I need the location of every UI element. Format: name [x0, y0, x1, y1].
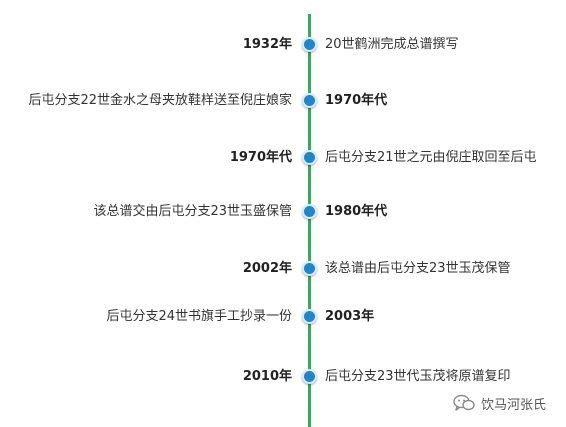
event-description: 该总谱交由后屯分支23世玉盛保管: [93, 204, 292, 219]
timeline-event: 后屯分支22世金水之母夹放鞋样送至倪庄娘家 1970年代: [0, 88, 566, 114]
timeline-dot: [302, 93, 317, 108]
timeline-event: 1970年代 后屯分支21世之元由倪庄取回至后屯: [0, 145, 566, 171]
timeline-dot: [302, 37, 317, 52]
event-description: 后屯分支22世金水之母夹放鞋样送至倪庄娘家: [28, 93, 292, 108]
timeline-event: 该总谱交由后屯分支23世玉盛保管 1980年代: [0, 199, 566, 225]
timeline-event: 2002年 该总谱由后屯分支23世玉茂保管: [0, 256, 566, 282]
timeline-dot: [302, 309, 317, 324]
timeline-event: 后屯分支24世书旗手工抄录一份 2003年: [0, 304, 566, 330]
event-year: 1980年代: [325, 204, 388, 219]
timeline-dot: [302, 204, 317, 219]
event-year: 1932年: [242, 37, 292, 52]
timeline-event: 2010年 后屯分支23世代玉茂将原谱复印: [0, 364, 566, 390]
event-description: 后屯分支24世书旗手工抄录一份: [106, 309, 292, 324]
timeline-axis: [308, 14, 311, 427]
event-year: 2010年: [242, 369, 292, 384]
event-description: 后屯分支23世代玉茂将原谱复印: [325, 369, 511, 384]
wechat-icon: [453, 394, 475, 411]
event-year: 1970年代: [325, 93, 388, 108]
watermark-label: 饮马河张氏: [481, 397, 547, 413]
event-year: 2003年: [325, 309, 375, 324]
event-year: 2002年: [242, 261, 292, 276]
event-description: 该总谱由后屯分支23世玉茂保管: [325, 261, 511, 276]
watermark: 饮马河张氏: [453, 392, 546, 414]
event-year: 1970年代: [229, 150, 292, 165]
timeline-event: 1932年 20世鹤洲完成总谱撰写: [0, 32, 566, 58]
timeline-dot: [302, 369, 317, 384]
timeline-dot: [302, 261, 317, 276]
timeline-dot: [302, 150, 317, 165]
event-description: 后屯分支21世之元由倪庄取回至后屯: [325, 150, 537, 165]
event-description: 20世鹤洲完成总谱撰写: [325, 37, 459, 52]
